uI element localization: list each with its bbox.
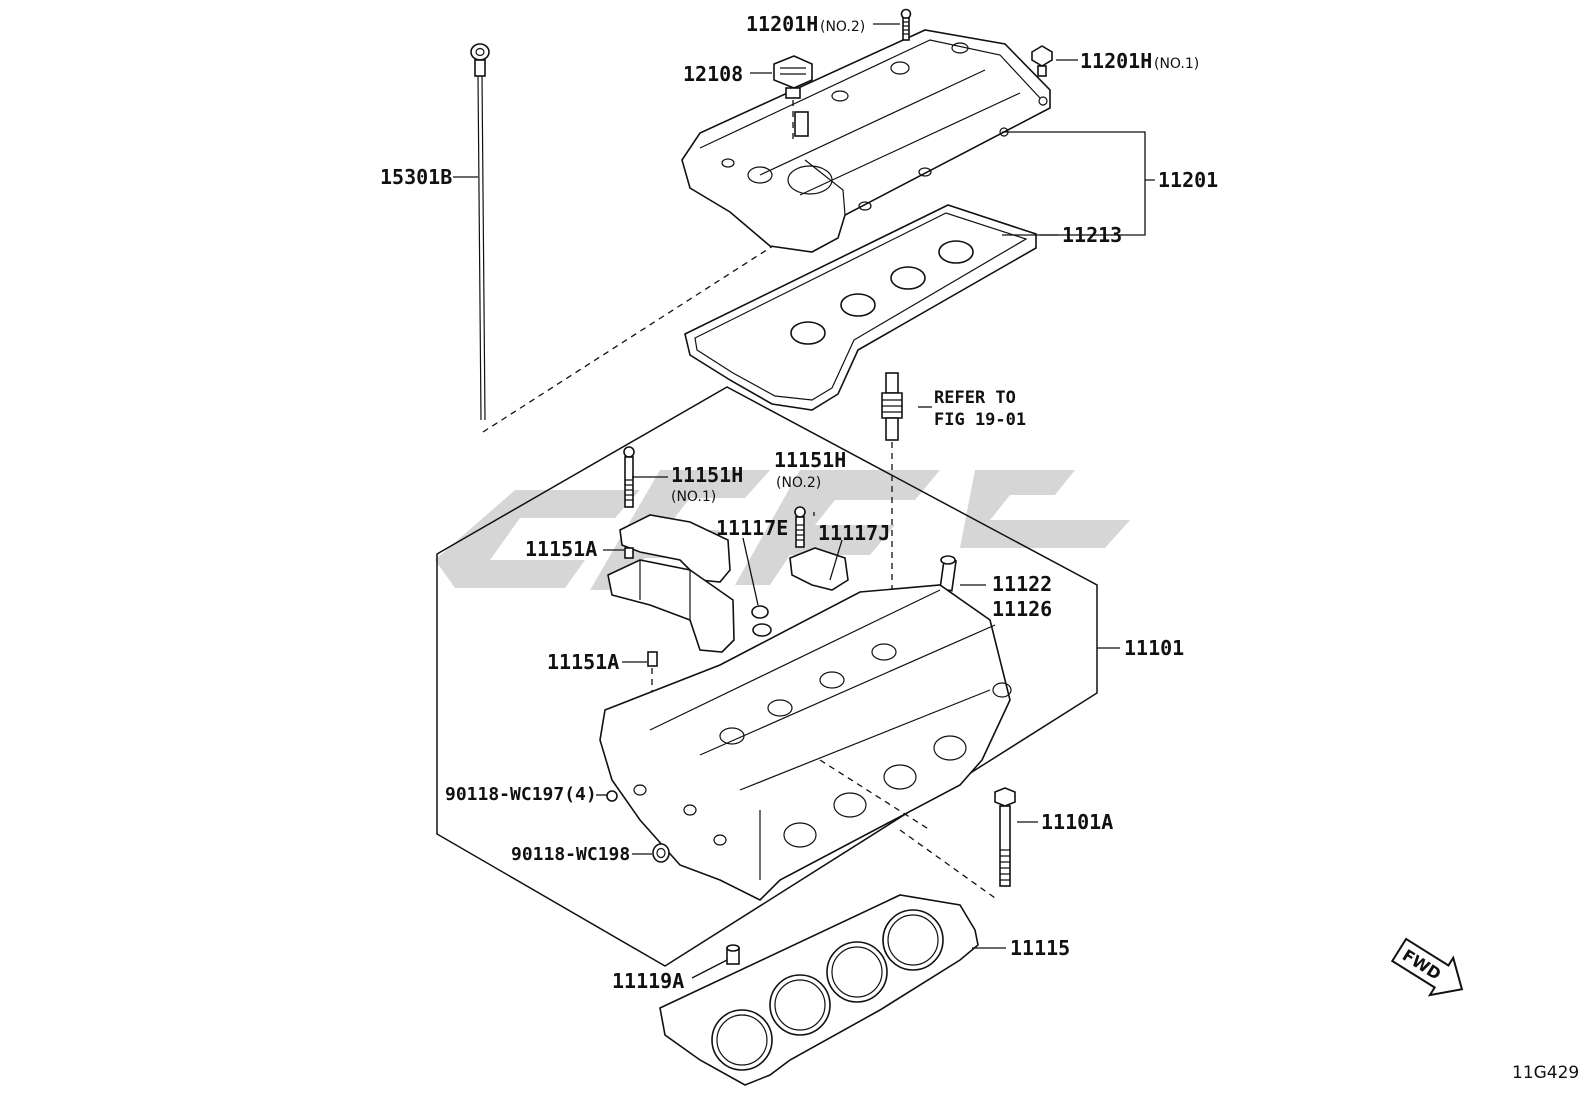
label-11151H-no2-sub: (NO.2)	[776, 475, 821, 491]
camshaft-bearing-cap-part	[607, 514, 849, 653]
dowel-pin-part	[726, 944, 740, 965]
refer-note-line1: REFER TO	[934, 388, 1016, 408]
label-11213: 11213	[1062, 223, 1122, 247]
dipstick-part	[470, 43, 791, 433]
label-11201: 11201	[1158, 168, 1218, 192]
label-12108: 12108	[683, 62, 743, 86]
cap-bolt-no1-part	[623, 446, 635, 508]
figure-id: 11G429	[1512, 1063, 1579, 1083]
oil-filler-cap-part	[773, 55, 813, 140]
label-15301B: 15301B	[380, 165, 452, 189]
plug-wc198-part	[652, 843, 670, 863]
label-11117J: 11117J	[818, 521, 890, 545]
head-gasket-part	[659, 894, 979, 1086]
label-11201H-no1: 11201H	[1080, 49, 1152, 73]
label-11151H-no1-sub: (NO.1)	[671, 489, 716, 505]
cylinder-head-cover-part	[681, 29, 1051, 253]
valve-guide-part	[939, 555, 957, 592]
label-11201H-no1-sub: (NO.1)	[1154, 56, 1199, 72]
label-11126: 11126	[992, 597, 1052, 621]
label-90118-WC197: 90118-WC197(4)	[445, 784, 597, 805]
head-bolt-part	[994, 787, 1016, 887]
label-11201H-no2-sub: (NO.2)	[820, 19, 865, 35]
label-11151H-no1: 11151H	[671, 463, 743, 487]
forward-arrow-icon: FWD	[1390, 937, 1464, 997]
label-11151H-no2: 11151H	[774, 448, 846, 472]
cap-bolt-no2-part	[794, 506, 806, 548]
label-90118-WC198: 90118-WC198	[511, 844, 630, 865]
spark-plug-part	[881, 372, 903, 600]
label-11122: 11122	[992, 572, 1052, 596]
cylinder-head-part	[599, 584, 1012, 901]
seal-washer-part	[751, 605, 772, 637]
label-11117E: 11117E	[716, 516, 788, 540]
leader-lines	[453, 23, 1155, 979]
label-11119A: 11119A	[612, 969, 684, 993]
label-11101A: 11101A	[1041, 810, 1113, 834]
plug-wc197-part	[606, 790, 618, 802]
bolt-no2-part	[900, 8, 912, 41]
refer-note-line2: FIG 19-01	[934, 410, 1026, 430]
label-11115: 11115	[1010, 936, 1070, 960]
bolt-no1-part	[1031, 45, 1053, 77]
label-11151A-mid: 11151A	[547, 650, 619, 674]
cylinder-head-group-frame	[436, 386, 1098, 967]
label-11151A-top: 11151A	[525, 537, 597, 561]
label-11201H-no2: 11201H	[746, 12, 818, 36]
cover-gasket-part	[684, 204, 1037, 411]
label-11101: 11101	[1124, 636, 1184, 660]
